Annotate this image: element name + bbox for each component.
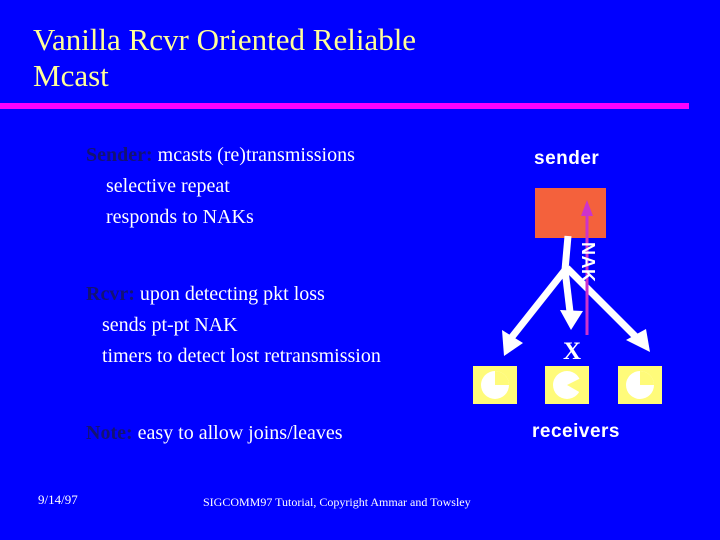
multicast-branch-left (505, 267, 568, 345)
multicast-branch-middle (561, 269, 574, 313)
nak-arrowhead (581, 200, 593, 216)
packet-loss-marker: X (563, 338, 582, 365)
footer-credit: SIGCOMM97 Tutorial, Copyright Ammar and … (203, 495, 471, 509)
clock-pie-icon-1 (481, 371, 509, 399)
diagram-graphics (473, 188, 662, 404)
multicast-trunk-line (561, 235, 572, 271)
bullet-block-sender: Sender: mcasts (re)transmissions selecti… (86, 140, 355, 233)
clock-pie-wedge-icon-2 (553, 371, 581, 399)
bullet-line-sender-2: responds to NAKs (106, 206, 254, 228)
multicast-diagram: sender NAK X receivers (450, 140, 720, 460)
bullet-line-sender-0: mcasts (re)transmissions (157, 144, 355, 166)
bullet-line-rcvr-0: upon detecting pkt loss (139, 283, 325, 305)
bullet-line-note-0: easy to allow joins/leaves (137, 422, 343, 444)
receivers-label: receivers (532, 421, 620, 442)
bullet-block-note: Note: easy to allow joins/leaves (86, 418, 343, 449)
arrowhead-middle (560, 310, 583, 330)
footer-date: 9/14/97 (38, 492, 78, 507)
sender-label: sender (534, 148, 600, 169)
multicast-branch-right (564, 265, 641, 342)
sender-node-box (535, 188, 606, 238)
bullet-lead-rcvr: Rcvr: (86, 283, 135, 305)
bullet-block-rcvr: Rcvr: upon detecting pkt loss sends pt-p… (86, 279, 381, 372)
bullet-line-rcvr-1: sends pt-pt NAK (102, 314, 238, 336)
clock-pie-icon-3 (626, 371, 654, 399)
bullet-lead-sender: Sender: (86, 144, 153, 166)
title-divider-rule (0, 103, 689, 109)
arrowhead-left (502, 330, 523, 356)
slide-title: Vanilla Rcvr Oriented Reliable Mcast (33, 22, 417, 93)
arrowhead-right (626, 329, 650, 352)
bullet-lead-note: Note: (86, 422, 133, 444)
bullet-line-rcvr-2: timers to detect lost retransmission (102, 345, 381, 367)
nak-label: NAK (578, 242, 598, 283)
bullet-line-sender-1: selective repeat (106, 175, 230, 197)
